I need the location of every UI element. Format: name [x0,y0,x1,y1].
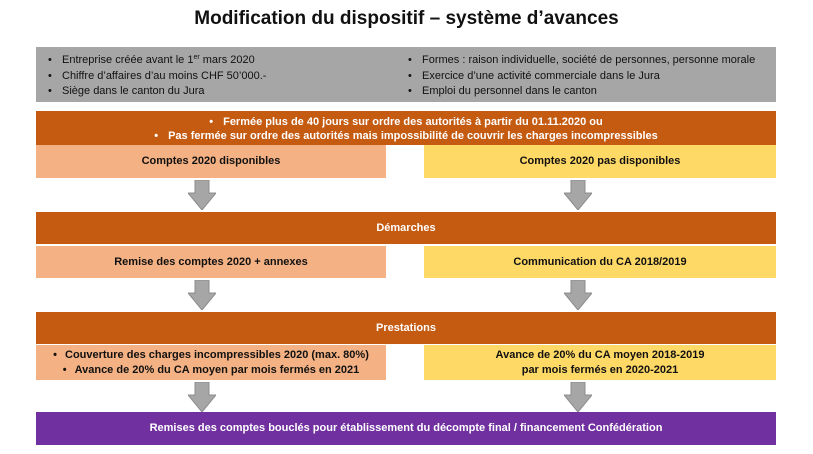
condition-item: Exercice d’une activité commerciale dans… [408,69,755,85]
down-arrow-icon [188,280,216,310]
ordinal-superscript: er [193,54,200,61]
condition-item: Entreprise créée avant le 1er mars 2020 [48,53,266,69]
condition-item: Emploi du personnel dans le canton [408,84,755,100]
service-line: Avance de 20% du CA moyen par mois fermé… [36,363,386,378]
closure-line-2: Pas fermée sur ordre des autorités mais … [36,129,776,143]
final-settlement-box: Remises des comptes bouclés pour établis… [36,412,776,445]
service-line: par mois fermés en 2020-2021 [521,364,679,376]
down-arrow-icon [564,280,592,310]
conditions-right-list: Formes : raison individuelle, société de… [408,53,755,100]
service-line: Couverture des charges incompressibles 2… [36,348,386,363]
condition-text: Entreprise créée avant le 1 [62,54,194,66]
steps-left-box: Remise des comptes 2020 + annexes [36,246,386,278]
eligibility-conditions-box: Entreprise créée avant le 1er mars 2020 … [36,47,776,102]
condition-text: mars 2020 [199,54,255,66]
condition-item: Chiffre d’affaires d’au moins CHF 50’000… [48,69,266,85]
services-header-box: Prestations [36,312,776,344]
services-left-box: Couverture des charges incompressibles 2… [36,345,386,380]
down-arrow-icon [188,180,216,210]
down-arrow-icon [564,382,592,412]
closure-criteria-box: Fermée plus de 40 jours sur ordre des au… [36,111,776,145]
condition-item: Formes : raison individuelle, société de… [408,53,755,69]
steps-header-box: Démarches [36,212,776,244]
accounts-not-available-box: Comptes 2020 pas disponibles [424,145,776,178]
accounts-available-box: Comptes 2020 disponibles [36,145,386,178]
down-arrow-icon [564,180,592,210]
conditions-left-list: Entreprise créée avant le 1er mars 2020 … [48,53,266,100]
condition-item: Siège dans le canton du Jura [48,84,266,100]
closure-line-1: Fermée plus de 40 jours sur ordre des au… [36,115,776,129]
down-arrow-icon [188,382,216,412]
services-right-box: Avance de 20% du CA moyen 2018-2019 par … [424,345,776,380]
steps-right-box: Communication du CA 2018/2019 [424,246,776,278]
service-line: Avance de 20% du CA moyen 2018-2019 [495,349,705,361]
page-title: Modification du dispositif – système d’a… [194,8,619,29]
